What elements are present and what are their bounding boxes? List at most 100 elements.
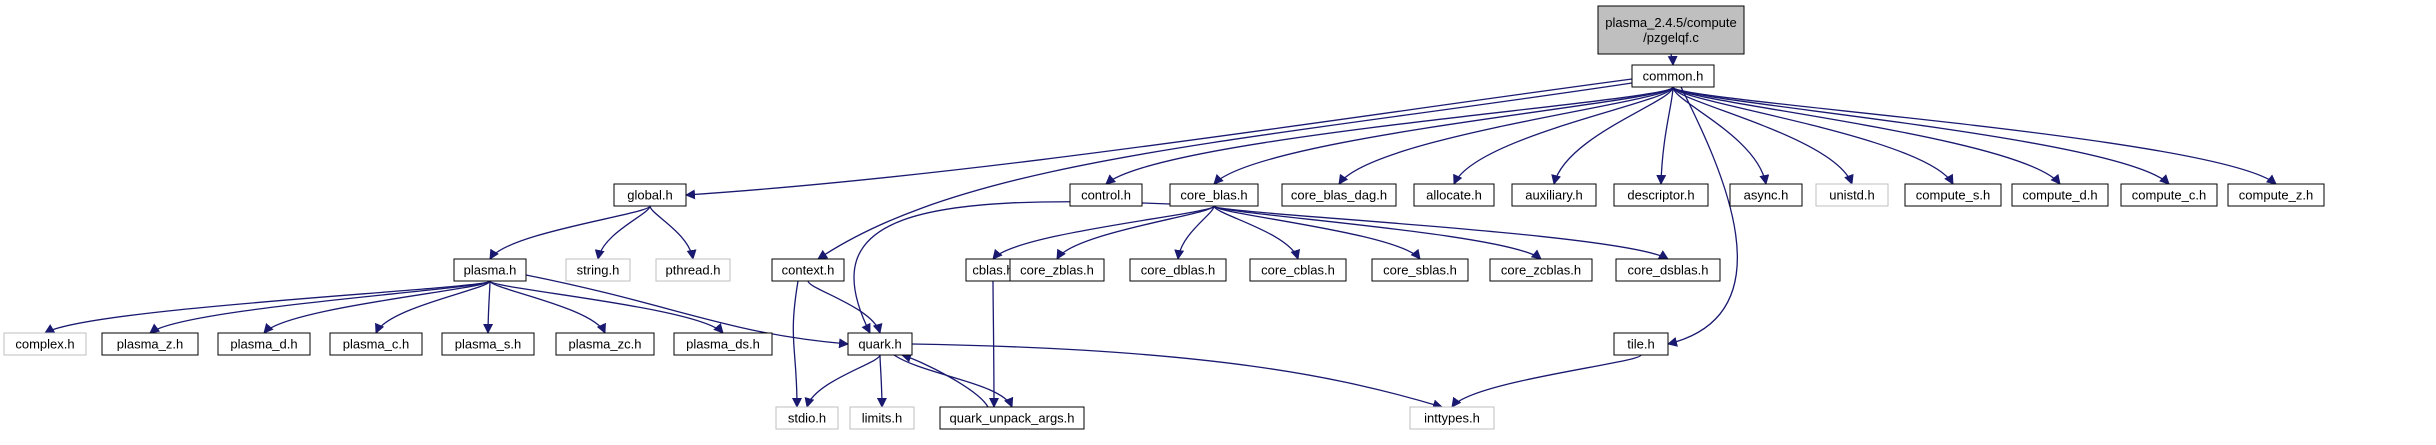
node-async[interactable]: async.h bbox=[1729, 183, 1803, 207]
node-box bbox=[1631, 64, 1715, 88]
node-box bbox=[1815, 183, 1889, 207]
node-box bbox=[771, 258, 845, 282]
node-pthread: pthread.h bbox=[655, 258, 731, 282]
node-control[interactable]: control.h bbox=[1069, 183, 1143, 207]
edge-common-to-descriptor bbox=[1656, 86, 1674, 185]
node-label: plasma.h bbox=[464, 263, 517, 278]
node-box bbox=[1613, 332, 1669, 356]
edge-quark-to-stdio bbox=[804, 354, 881, 408]
node-compute-z[interactable]: compute_z.h bbox=[2227, 183, 2325, 207]
node-label: quark.h bbox=[858, 337, 901, 352]
node-box bbox=[775, 406, 839, 430]
node-descriptor[interactable]: descriptor.h bbox=[1613, 183, 1709, 207]
edge-common-to-compute_z bbox=[1672, 86, 2277, 185]
node-label: plasma_z.h bbox=[117, 337, 183, 352]
edge-global-to-plasma bbox=[489, 205, 651, 260]
node-plasma-ds[interactable]: plasma_ds.h bbox=[673, 332, 773, 356]
node-label: plasma_ds.h bbox=[686, 337, 760, 352]
node-quark-unpack[interactable]: quark_unpack_args.h bbox=[939, 406, 1085, 430]
node-label: unistd.h bbox=[1829, 188, 1875, 203]
edge-core_blas-to-cblas bbox=[992, 205, 1215, 260]
edge-plasma-to-plasma_c bbox=[375, 280, 491, 334]
edge-plasma-to-quark bbox=[525, 274, 849, 349]
edge-core_blas-to-core_dsblas bbox=[1213, 205, 1669, 260]
node-box bbox=[453, 258, 527, 282]
node-core-cblas[interactable]: core_cblas.h bbox=[1249, 258, 1347, 282]
edge-common-to-auxiliary bbox=[1551, 86, 1674, 185]
node-plasma[interactable]: plasma.h bbox=[453, 258, 527, 282]
node-box bbox=[1069, 183, 1143, 207]
node-root[interactable]: plasma_2.4.5/compute/pzgelqf.c bbox=[1597, 5, 1745, 55]
node-label: compute_s.h bbox=[1916, 188, 1990, 203]
node-core-dsblas[interactable]: core_dsblas.h bbox=[1615, 258, 1721, 282]
edge-cblas-to-stddef bbox=[988, 280, 999, 408]
node-core-blas[interactable]: core_blas.h bbox=[1169, 183, 1259, 207]
node-plasma-s[interactable]: plasma_s.h bbox=[441, 332, 535, 356]
edge-tile-to-inttypes bbox=[1451, 354, 1642, 408]
node-inttypes: inttypes.h bbox=[1409, 406, 1495, 430]
edge-common-to-compute_c bbox=[1672, 86, 2170, 185]
node-plasma-z[interactable]: plasma_z.h bbox=[101, 332, 199, 356]
edge-core_blas-to-core_sblas bbox=[1213, 205, 1421, 260]
node-box bbox=[3, 332, 87, 356]
node-label: descriptor.h bbox=[1627, 188, 1694, 203]
node-plasma-d[interactable]: plasma_d.h bbox=[217, 332, 311, 356]
node-allocate[interactable]: allocate.h bbox=[1413, 183, 1495, 207]
node-quark[interactable]: quark.h bbox=[847, 332, 913, 356]
node-label: cblas.h bbox=[972, 263, 1013, 278]
node-label: core_dblas.h bbox=[1141, 263, 1215, 278]
node-label: core_zblas.h bbox=[1020, 263, 1094, 278]
node-common[interactable]: common.h bbox=[1631, 64, 1715, 88]
node-box bbox=[1129, 258, 1227, 282]
node-label: compute_c.h bbox=[2132, 188, 2206, 203]
node-box bbox=[1729, 183, 1803, 207]
edge-common-to-compute_s bbox=[1672, 86, 1954, 185]
edge-core_blas-to-core_zblas bbox=[1056, 205, 1215, 260]
node-compute-d[interactable]: compute_d.h bbox=[2011, 183, 2109, 207]
edge-quark-to-limits bbox=[876, 354, 887, 408]
node-compute-c[interactable]: compute_c.h bbox=[2120, 183, 2218, 207]
node-box bbox=[101, 332, 199, 356]
node-global[interactable]: global.h bbox=[613, 183, 687, 207]
node-core-sblas[interactable]: core_sblas.h bbox=[1371, 258, 1469, 282]
edge-plasma-to-plasma_z bbox=[149, 280, 491, 334]
node-box bbox=[329, 332, 423, 356]
node-box bbox=[2227, 183, 2325, 207]
edge-common-to-global bbox=[685, 78, 1633, 200]
node-label: inttypes.h bbox=[1424, 411, 1480, 426]
node-auxiliary[interactable]: auxiliary.h bbox=[1511, 183, 1597, 207]
node-box bbox=[217, 332, 311, 356]
node-core-zcblas[interactable]: core_zcblas.h bbox=[1489, 258, 1593, 282]
edge-quark_unpack-to-quark bbox=[901, 352, 989, 408]
node-label: core_cblas.h bbox=[1261, 263, 1335, 278]
edge-core_blas-to-core_cblas bbox=[1213, 205, 1301, 260]
edge-global-to-string bbox=[594, 205, 651, 260]
node-box bbox=[1615, 258, 1721, 282]
node-compute-s[interactable]: compute_s.h bbox=[1904, 183, 2002, 207]
node-stdio: stdio.h bbox=[775, 406, 839, 430]
node-string: string.h bbox=[565, 258, 631, 282]
node-context[interactable]: context.h bbox=[771, 258, 845, 282]
node-plasma-zc[interactable]: plasma_zc.h bbox=[555, 332, 655, 356]
node-tile[interactable]: tile.h bbox=[1613, 332, 1669, 356]
node-plasma-c[interactable]: plasma_c.h bbox=[329, 332, 423, 356]
node-box bbox=[655, 258, 731, 282]
node-box bbox=[939, 406, 1085, 430]
edge-common-to-control bbox=[1105, 86, 1674, 185]
edge-common-to-tile bbox=[1667, 86, 1738, 347]
node-label: core_blas_dag.h bbox=[1291, 188, 1387, 203]
node-core-zblas[interactable]: core_zblas.h bbox=[1009, 258, 1105, 282]
node-label: context.h bbox=[782, 263, 835, 278]
edge-core_blas-to-core_zcblas bbox=[1213, 205, 1542, 260]
node-core-blas-dag[interactable]: core_blas_dag.h bbox=[1281, 183, 1397, 207]
edge-common-to-core_blas bbox=[1213, 86, 1674, 185]
node-label: global.h bbox=[627, 188, 673, 203]
node-limits: limits.h bbox=[849, 406, 915, 430]
node-label: plasma_c.h bbox=[343, 337, 409, 352]
node-box bbox=[441, 332, 535, 356]
node-label: limits.h bbox=[862, 411, 902, 426]
node-box bbox=[1613, 183, 1709, 207]
node-core-dblas[interactable]: core_dblas.h bbox=[1129, 258, 1227, 282]
node-label: plasma_s.h bbox=[455, 337, 521, 352]
